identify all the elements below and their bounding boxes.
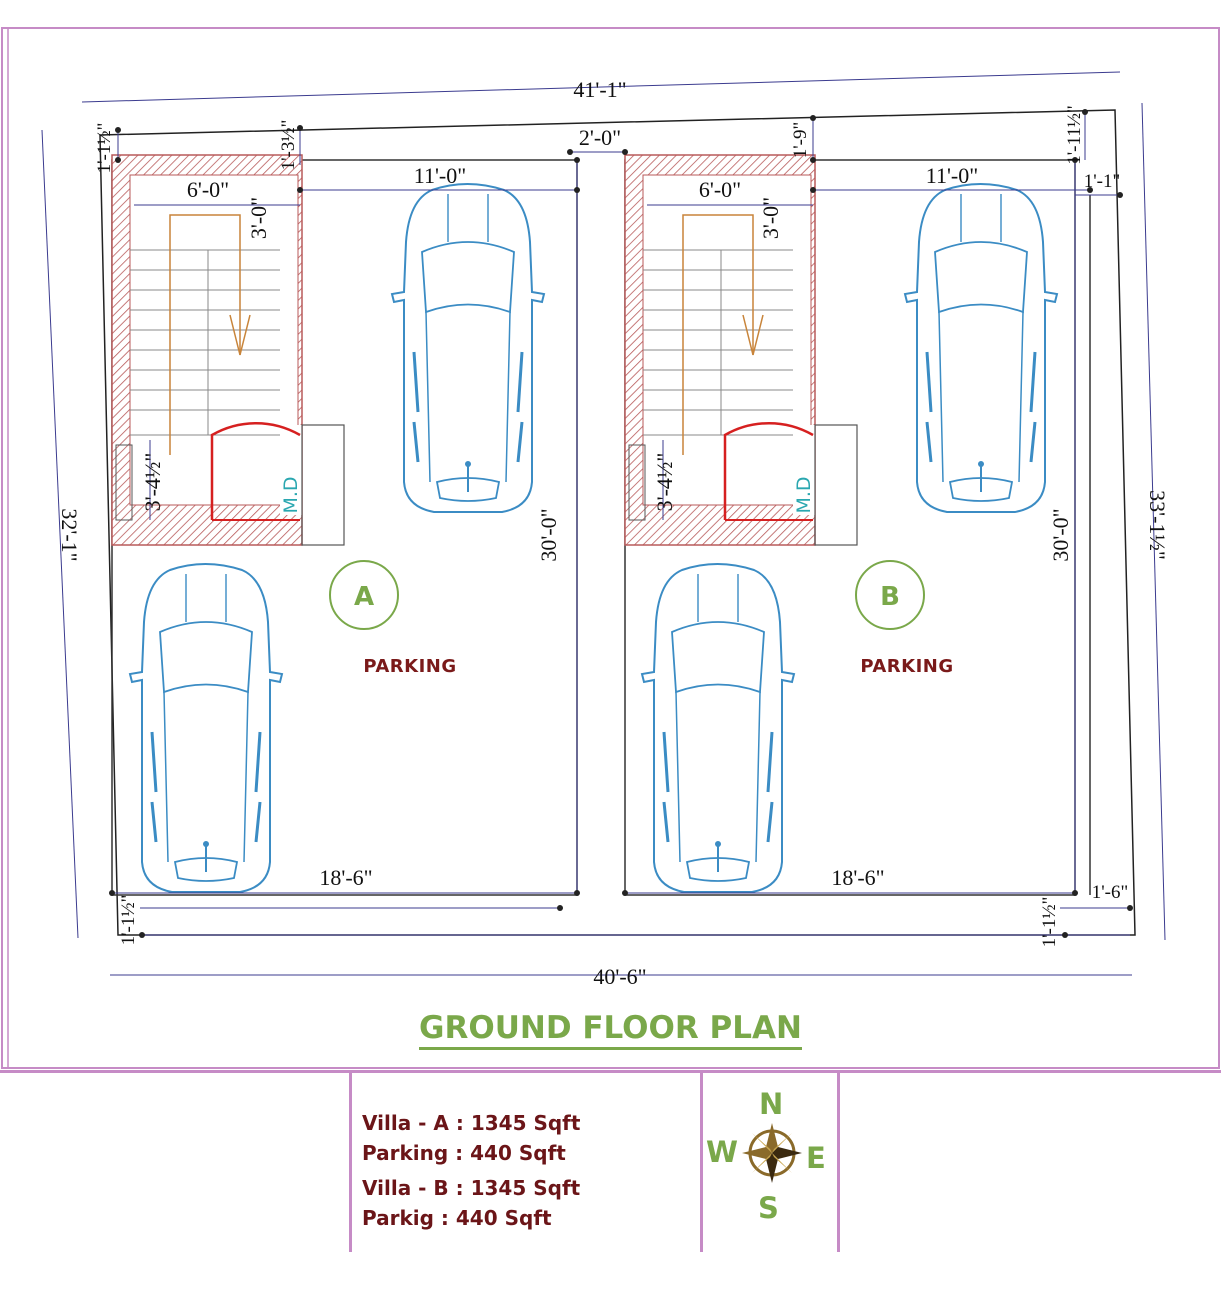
area-label: Villa - A xyxy=(362,1111,449,1135)
dim-b-bottom-offset: 1'-1½" xyxy=(1039,897,1060,948)
dim-right-overall: 33'-1½" xyxy=(1145,490,1170,560)
compass-rose: N S E W xyxy=(700,1085,835,1235)
compass-south: S xyxy=(758,1191,779,1225)
dim-a-lobby-depth: 3'-4½" xyxy=(140,453,165,512)
unit-b-main-door-label: M.D xyxy=(793,476,815,513)
unit-b-letter: B xyxy=(880,582,900,612)
dim-a-unit-depth: 30'-0" xyxy=(536,508,561,561)
dim-b-top-offset: 1'-9" xyxy=(790,122,811,159)
dim-b-parking-width: 11'-0" xyxy=(926,163,978,188)
compass-star-icon xyxy=(742,1123,802,1183)
area-value: : 1345 Sqft xyxy=(455,1111,581,1135)
car-a-bottom xyxy=(128,562,284,894)
unit-a-parking-label: PARKING xyxy=(363,656,456,677)
area-value: : 440 Sqft xyxy=(440,1206,552,1230)
dim-b-lobby-depth: 3'-4½" xyxy=(652,453,677,512)
dim-b-unit-width: 18'-6" xyxy=(831,865,884,890)
unit-b-marker xyxy=(855,560,925,630)
compass-north: N xyxy=(759,1087,784,1121)
compass-cell xyxy=(697,1070,840,1252)
area-summary-cell xyxy=(349,1070,703,1252)
dim-b-unit-depth: 30'-0" xyxy=(1048,508,1073,561)
area-label: Parkig xyxy=(362,1206,434,1230)
dim-bottom-overall: 40'-6" xyxy=(593,964,646,989)
compass-west: W xyxy=(706,1135,738,1169)
compass-east: E xyxy=(806,1141,826,1175)
dim-a-stair-top-offset: 1'-3½" xyxy=(278,120,299,171)
drawing-frame xyxy=(1,27,1220,1069)
dim-top-overall: 41'-1" xyxy=(573,77,626,102)
unit-a-marker xyxy=(329,560,399,630)
dim-a-parking-width: 11'-0" xyxy=(414,163,466,188)
plan-title-text: GROUND FLOOR PLAN xyxy=(419,1010,802,1050)
area-row-parking-a: Parking : 440 Sqft xyxy=(362,1138,580,1168)
car-b-bottom xyxy=(640,562,796,894)
car-a-top xyxy=(390,182,546,514)
dim-b-landing-depth: 3'-0" xyxy=(758,197,783,239)
plan-title: GROUND FLOOR PLAN xyxy=(0,1010,1221,1050)
dim-a-top-left-offset: 1'-1½" xyxy=(94,123,115,174)
unit-a-letter: A xyxy=(354,582,374,612)
dim-a-unit-width: 18'-6" xyxy=(319,865,372,890)
car-b-top xyxy=(903,182,1059,514)
unit-a-main-door-label: M.D xyxy=(280,476,302,513)
area-row-villa-a: Villa - A : 1345 Sqft xyxy=(362,1108,580,1138)
area-label: Parking xyxy=(362,1141,449,1165)
info-table xyxy=(0,1070,1221,1252)
dim-gap-between: 2'-0" xyxy=(579,125,621,150)
area-value: : 440 Sqft xyxy=(455,1141,566,1165)
dim-right-side-offset: 1'-1" xyxy=(1084,171,1121,192)
dim-right-bottom-offset: 1'-6" xyxy=(1092,882,1129,903)
area-row-villa-b: Villa - B : 1345 Sqft xyxy=(362,1173,580,1203)
floor-plan-drawing: A B PARKING PARKING M.D M.D xyxy=(1,27,1220,1069)
dim-b-stair-width: 6'-0" xyxy=(699,177,741,202)
unit-b-parking-label: PARKING xyxy=(860,656,953,677)
dim-a-stair-width: 6'-0" xyxy=(187,177,229,202)
area-summary: Villa - A : 1345 Sqft Parking : 440 Sqft… xyxy=(362,1108,580,1233)
area-row-parking-b: Parkig : 440 Sqft xyxy=(362,1203,580,1233)
area-label: Villa - B xyxy=(362,1176,449,1200)
dim-a-bottom-offset: 1'-1½" xyxy=(118,895,139,946)
dim-left-overall: 32'-1" xyxy=(57,508,82,561)
dim-right-top-offset: 1'-11½" xyxy=(1064,105,1085,165)
area-value: : 1345 Sqft xyxy=(455,1176,581,1200)
dim-a-landing-depth: 3'-0" xyxy=(246,197,271,239)
